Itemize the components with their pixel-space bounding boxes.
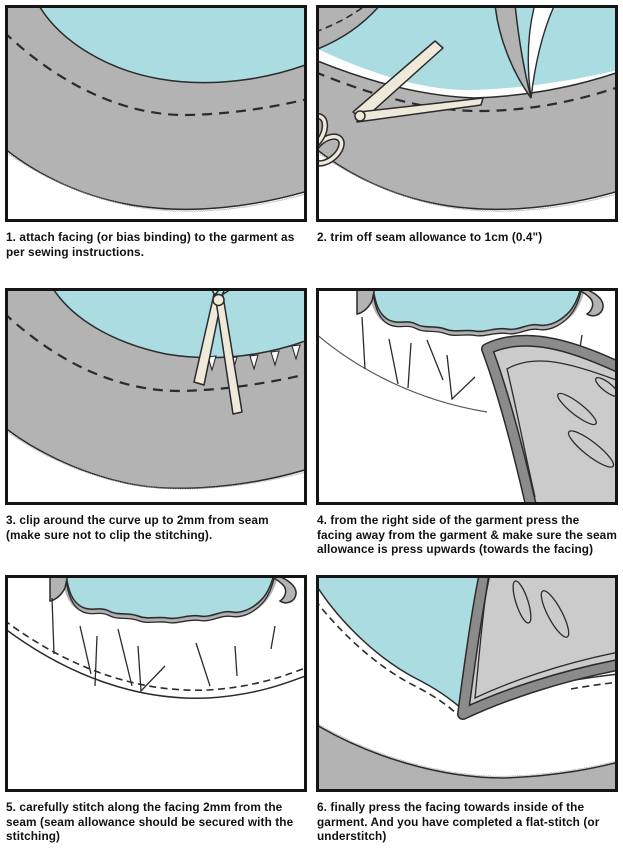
iron (457, 578, 615, 720)
scissors-screw (212, 293, 225, 307)
seam-end-left (49, 578, 68, 602)
step-3-caption: 3. clip around the curve up to 2mm from … (6, 513, 269, 542)
understitch-line-right (570, 681, 615, 690)
step-1-caption: 1. attach facing (or bias binding) to th… (6, 230, 295, 259)
trimmed-strip-inner (527, 8, 555, 99)
step-6-panel: ^^^^^^^^^^^^^^^^^^^^^^^^^^^^^^^^^^^^^^^^… (316, 575, 618, 792)
stitch-line (319, 72, 615, 113)
seam-end-right (579, 291, 604, 317)
step-2-caption: 2. trim off seam allowance to 1cm (0.4") (317, 230, 543, 244)
iron-inner-contour (506, 360, 615, 498)
steam-vent (567, 430, 615, 468)
step-4: ^^^^^^^^^^^^^^^^^^^^^^^^^^^^^^^^^^^^^^^^… (316, 288, 618, 557)
iron (481, 334, 615, 502)
seam-end-left (356, 291, 375, 315)
step-4-panel: ^^^^^^^^^^^^^^^^^^^^^^^^^^^^^^^^^^^^^^^^… (316, 288, 618, 505)
understitch-line (319, 603, 460, 717)
steam-vent (512, 580, 532, 624)
step-2: ^^^^^^^^^^^^^^^^^^^^^^^^^^^^^^^^^^^^^^^^… (316, 5, 618, 245)
steam-vent (594, 377, 615, 397)
step-3-panel: ^^^^^^^^^^^^^^^^^^^^^^^^^^^^^^^^^^^^^^^^… (5, 288, 307, 505)
garment-fabric (39, 8, 304, 84)
facing-edge (319, 335, 488, 413)
step-5-illustration: ^^^^^^^^^^^^^^^^^^^^^^^^^^^^^^^^^^^^^^^^… (8, 578, 304, 699)
stitch-line (8, 34, 304, 117)
step-5-caption: 5. carefully stitch along the facing 2mm… (6, 800, 294, 844)
scissors (193, 291, 243, 415)
clip-lines (51, 597, 276, 693)
step-4-illustration: ^^^^^^^^^^^^^^^^^^^^^^^^^^^^^^^^^^^^^^^^… (319, 291, 615, 502)
step-3: ^^^^^^^^^^^^^^^^^^^^^^^^^^^^^^^^^^^^^^^^… (5, 288, 307, 542)
step-5-panel: ^^^^^^^^^^^^^^^^^^^^^^^^^^^^^^^^^^^^^^^^… (5, 575, 307, 792)
stitch-line-upper (319, 8, 364, 32)
garment-wrong-side (319, 725, 615, 789)
seam-end-right (272, 578, 297, 604)
scissors (319, 40, 484, 167)
step-2-panel: ^^^^^^^^^^^^^^^^^^^^^^^^^^^^^^^^^^^^^^^^… (316, 5, 618, 222)
garment-fabric (319, 578, 484, 711)
step-2-illustration: ^^^^^^^^^^^^^^^^^^^^^^^^^^^^^^^^^^^^^^^^… (319, 8, 615, 216)
garment-fabric (65, 578, 274, 620)
step-5: ^^^^^^^^^^^^^^^^^^^^^^^^^^^^^^^^^^^^^^^^… (5, 575, 307, 844)
clip-notches (207, 344, 301, 373)
garment-fabric (372, 291, 581, 333)
facing-fabric (319, 60, 615, 211)
step-6-caption: 6. finally press the facing towards insi… (317, 800, 600, 844)
step-3-illustration: ^^^^^^^^^^^^^^^^^^^^^^^^^^^^^^^^^^^^^^^^… (8, 291, 304, 494)
understitch-line (8, 621, 304, 692)
stitch-line (8, 315, 304, 393)
fabric-top-left (319, 8, 379, 50)
facing-edge (8, 629, 304, 699)
steam-vent (557, 392, 597, 426)
iron-inner-contour (474, 578, 615, 700)
step-4-caption: 4. from the right side of the garment pr… (317, 513, 617, 557)
step-1-illustration: ^^^^^^^^^^^^^^^^^^^^^^^^^^^^^^^^^^^^^^^^… (8, 8, 304, 216)
step-6: ^^^^^^^^^^^^^^^^^^^^^^^^^^^^^^^^^^^^^^^^… (316, 575, 618, 844)
step-6-illustration: ^^^^^^^^^^^^^^^^^^^^^^^^^^^^^^^^^^^^^^^^… (319, 578, 615, 789)
step-1-panel: ^^^^^^^^^^^^^^^^^^^^^^^^^^^^^^^^^^^^^^^^… (5, 5, 307, 222)
step-1: ^^^^^^^^^^^^^^^^^^^^^^^^^^^^^^^^^^^^^^^^… (5, 5, 307, 259)
garment-fabric (53, 291, 304, 359)
steam-vent (540, 590, 570, 638)
scissors-screw (354, 110, 366, 122)
